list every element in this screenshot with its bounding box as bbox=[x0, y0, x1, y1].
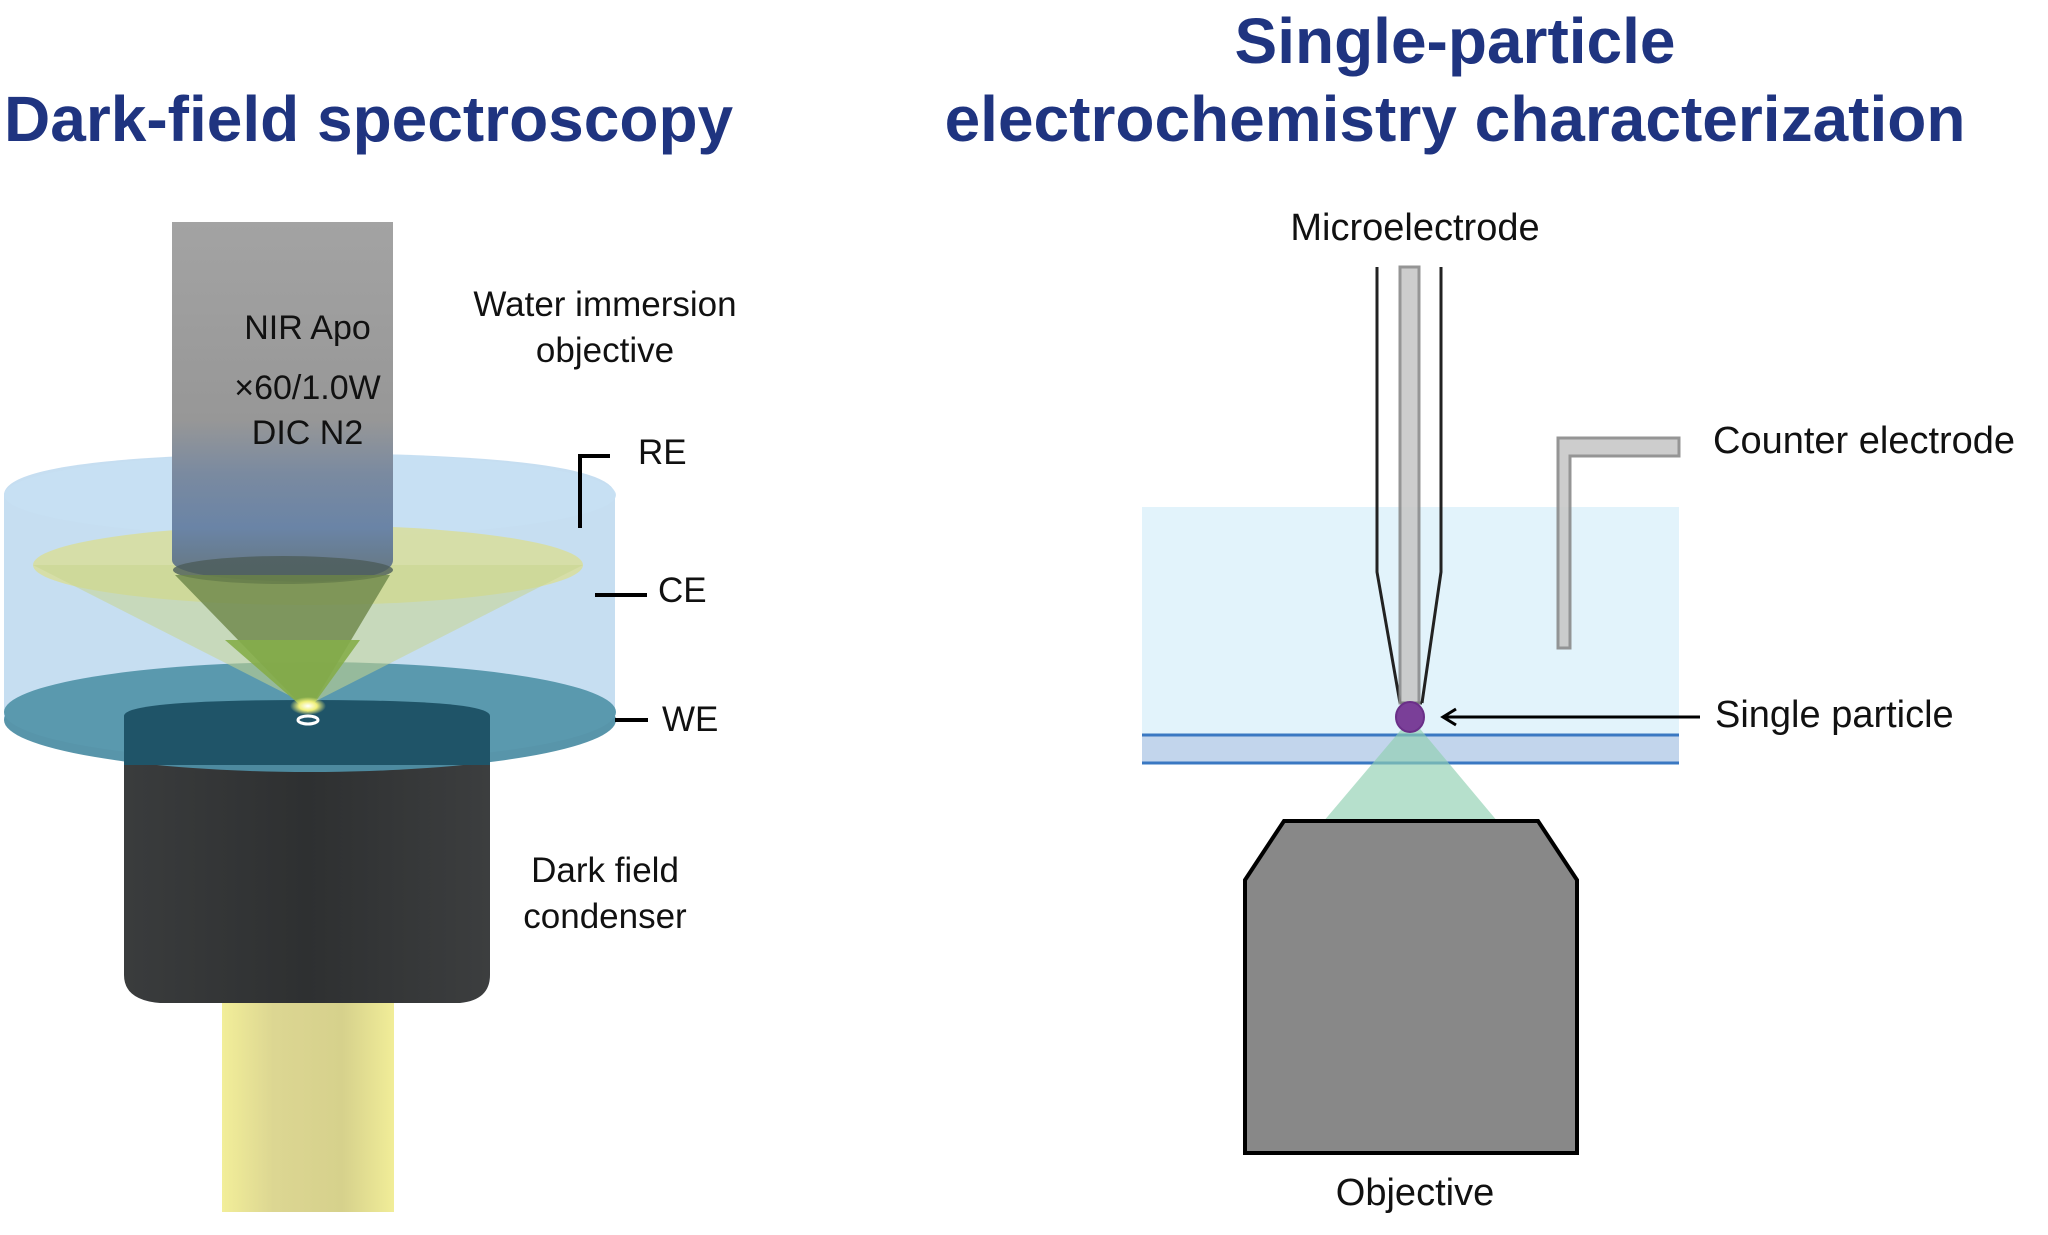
single-particle bbox=[1395, 701, 1425, 733]
label-condenser-line1: Dark field bbox=[531, 851, 679, 890]
right-panel-title-line2: electrochemistry characterization bbox=[944, 83, 1966, 155]
label-re: RE bbox=[638, 433, 687, 472]
label-objective-line1: Water immersion bbox=[473, 285, 737, 324]
objective-engraving-line1: NIR Apo bbox=[244, 309, 371, 347]
right-panel-title-line1: Single-particle bbox=[1234, 5, 1676, 77]
counter-electrode bbox=[1556, 436, 1681, 650]
label-counter-electrode: Counter electrode bbox=[1713, 420, 2016, 462]
re-leader-line bbox=[578, 454, 610, 528]
arrow-head bbox=[1440, 707, 1457, 727]
microelectrode-glass bbox=[1375, 267, 1443, 704]
label-condenser-line2: condenser bbox=[523, 897, 687, 936]
dark-field-condenser bbox=[124, 705, 490, 1003]
left-panel-title: Dark-field spectroscopy bbox=[4, 83, 734, 155]
illumination-beam bbox=[222, 1000, 394, 1212]
particle-ring bbox=[296, 714, 320, 726]
label-we: WE bbox=[662, 700, 719, 739]
water-immersion-objective bbox=[172, 222, 393, 582]
objective-body bbox=[1243, 819, 1579, 1155]
focal-spot bbox=[290, 697, 326, 715]
label-ce: CE bbox=[658, 571, 707, 610]
objective-engraving-line2: ×60/1.0W bbox=[234, 369, 381, 407]
label-microelectrode: Microelectrode bbox=[1290, 207, 1540, 249]
label-objective: Objective bbox=[1335, 1172, 1495, 1214]
label-objective-line2: objective bbox=[535, 331, 675, 370]
label-single-particle: Single particle bbox=[1715, 694, 1954, 736]
light-cone bbox=[1323, 718, 1498, 822]
microelectrode-wire bbox=[1398, 265, 1421, 705]
objective-engraving-line3: DIC N2 bbox=[251, 414, 364, 452]
